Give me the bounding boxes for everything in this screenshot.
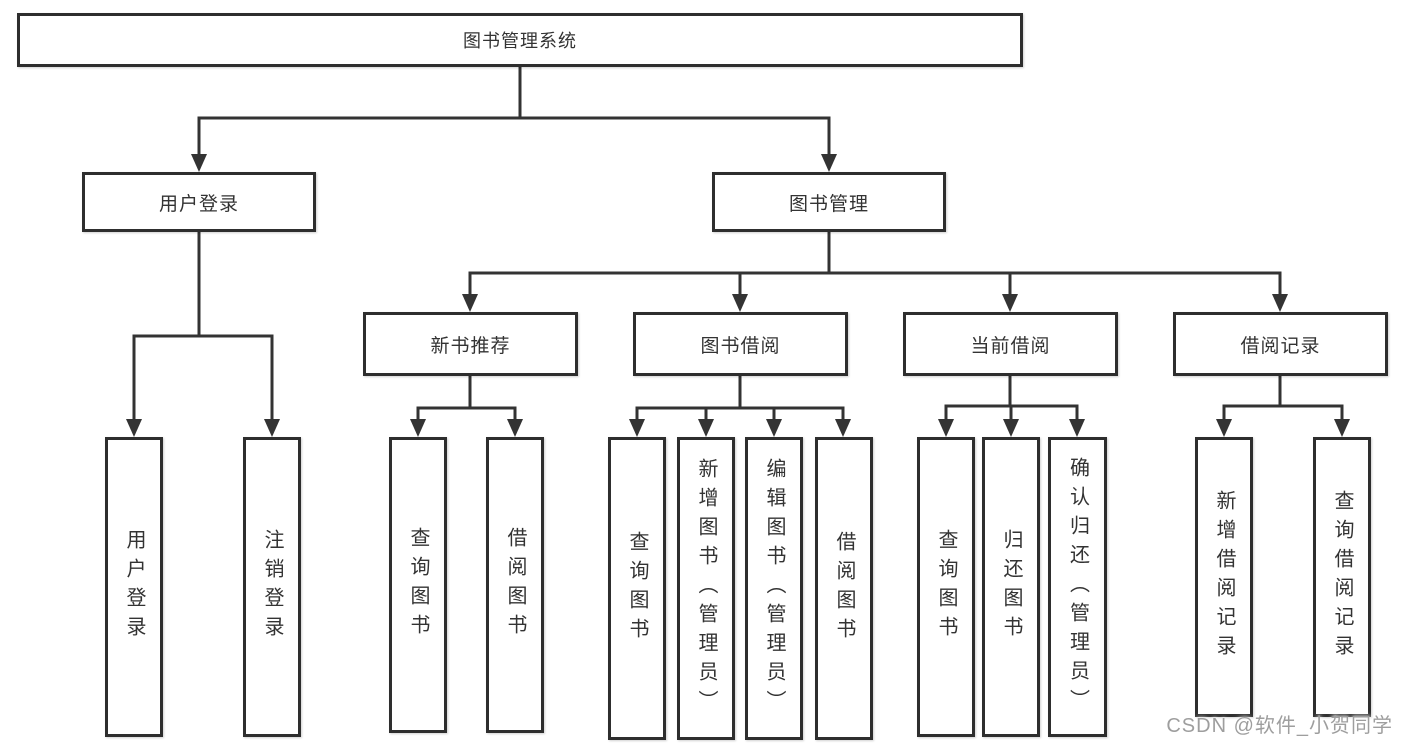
leaf-borrowing-query-book: 查询图书 <box>608 437 666 740</box>
arrowhead-icon <box>821 154 837 172</box>
arrowhead-icon <box>766 419 782 437</box>
leaf-add-borrow-record: 新增借阅记录 <box>1195 437 1253 717</box>
node-book-management: 图书管理 <box>712 172 946 232</box>
arrowhead-icon <box>1002 294 1018 312</box>
leaf-add-book-admin: 新增图书（管理员） <box>677 437 735 740</box>
node-current-borrowing: 当前借阅 <box>903 312 1118 376</box>
leaf-recommend-query-book: 查询图书 <box>389 437 447 733</box>
connector-new-book-recommend <box>410 376 523 437</box>
csdn-watermark: CSDN @软件_小贺同学 <box>1166 715 1393 737</box>
arrowhead-icon <box>1069 419 1085 437</box>
arrowhead-icon <box>191 154 207 172</box>
leaf-query-borrow-record: 查询借阅记录 <box>1313 437 1371 717</box>
leaf-recommend-borrow-book: 借阅图书 <box>486 437 544 733</box>
connector-current-borrowing <box>938 376 1085 437</box>
node-borrowing-records: 借阅记录 <box>1173 312 1388 376</box>
arrowhead-icon <box>732 294 748 312</box>
arrowhead-icon <box>1272 294 1288 312</box>
arrowhead-icon <box>698 419 714 437</box>
arrowhead-icon <box>629 419 645 437</box>
arrowhead-icon <box>126 419 142 437</box>
connector-user-login <box>126 231 280 437</box>
arrowhead-icon <box>1003 419 1019 437</box>
leaf-logout: 注销登录 <box>243 437 301 737</box>
node-new-book-recommend: 新书推荐 <box>363 312 578 376</box>
leaf-confirm-return-admin: 确认归还（管理员） <box>1048 437 1107 737</box>
connector-root <box>191 65 837 172</box>
node-user-login: 用户登录 <box>82 172 316 232</box>
connector-borrowing-records <box>1216 376 1350 437</box>
arrowhead-icon <box>410 419 426 437</box>
arrowhead-icon <box>264 419 280 437</box>
connector-book-management <box>462 231 1288 312</box>
arrowhead-icon <box>938 419 954 437</box>
connector-book-borrowing <box>629 376 851 437</box>
node-library-management-system: 图书管理系统 <box>17 13 1023 67</box>
arrowhead-icon <box>1216 419 1232 437</box>
leaf-return-book: 归还图书 <box>982 437 1040 737</box>
arrowhead-icon <box>507 419 523 437</box>
arrowhead-icon <box>835 419 851 437</box>
leaf-borrowing-borrow-book: 借阅图书 <box>815 437 873 740</box>
arrowhead-icon <box>462 294 478 312</box>
node-book-borrowing: 图书借阅 <box>633 312 848 376</box>
leaf-current-query-book: 查询图书 <box>917 437 975 737</box>
arrowhead-icon <box>1334 419 1350 437</box>
leaf-user-login: 用户登录 <box>105 437 163 737</box>
leaf-edit-book-admin: 编辑图书（管理员） <box>745 437 803 740</box>
